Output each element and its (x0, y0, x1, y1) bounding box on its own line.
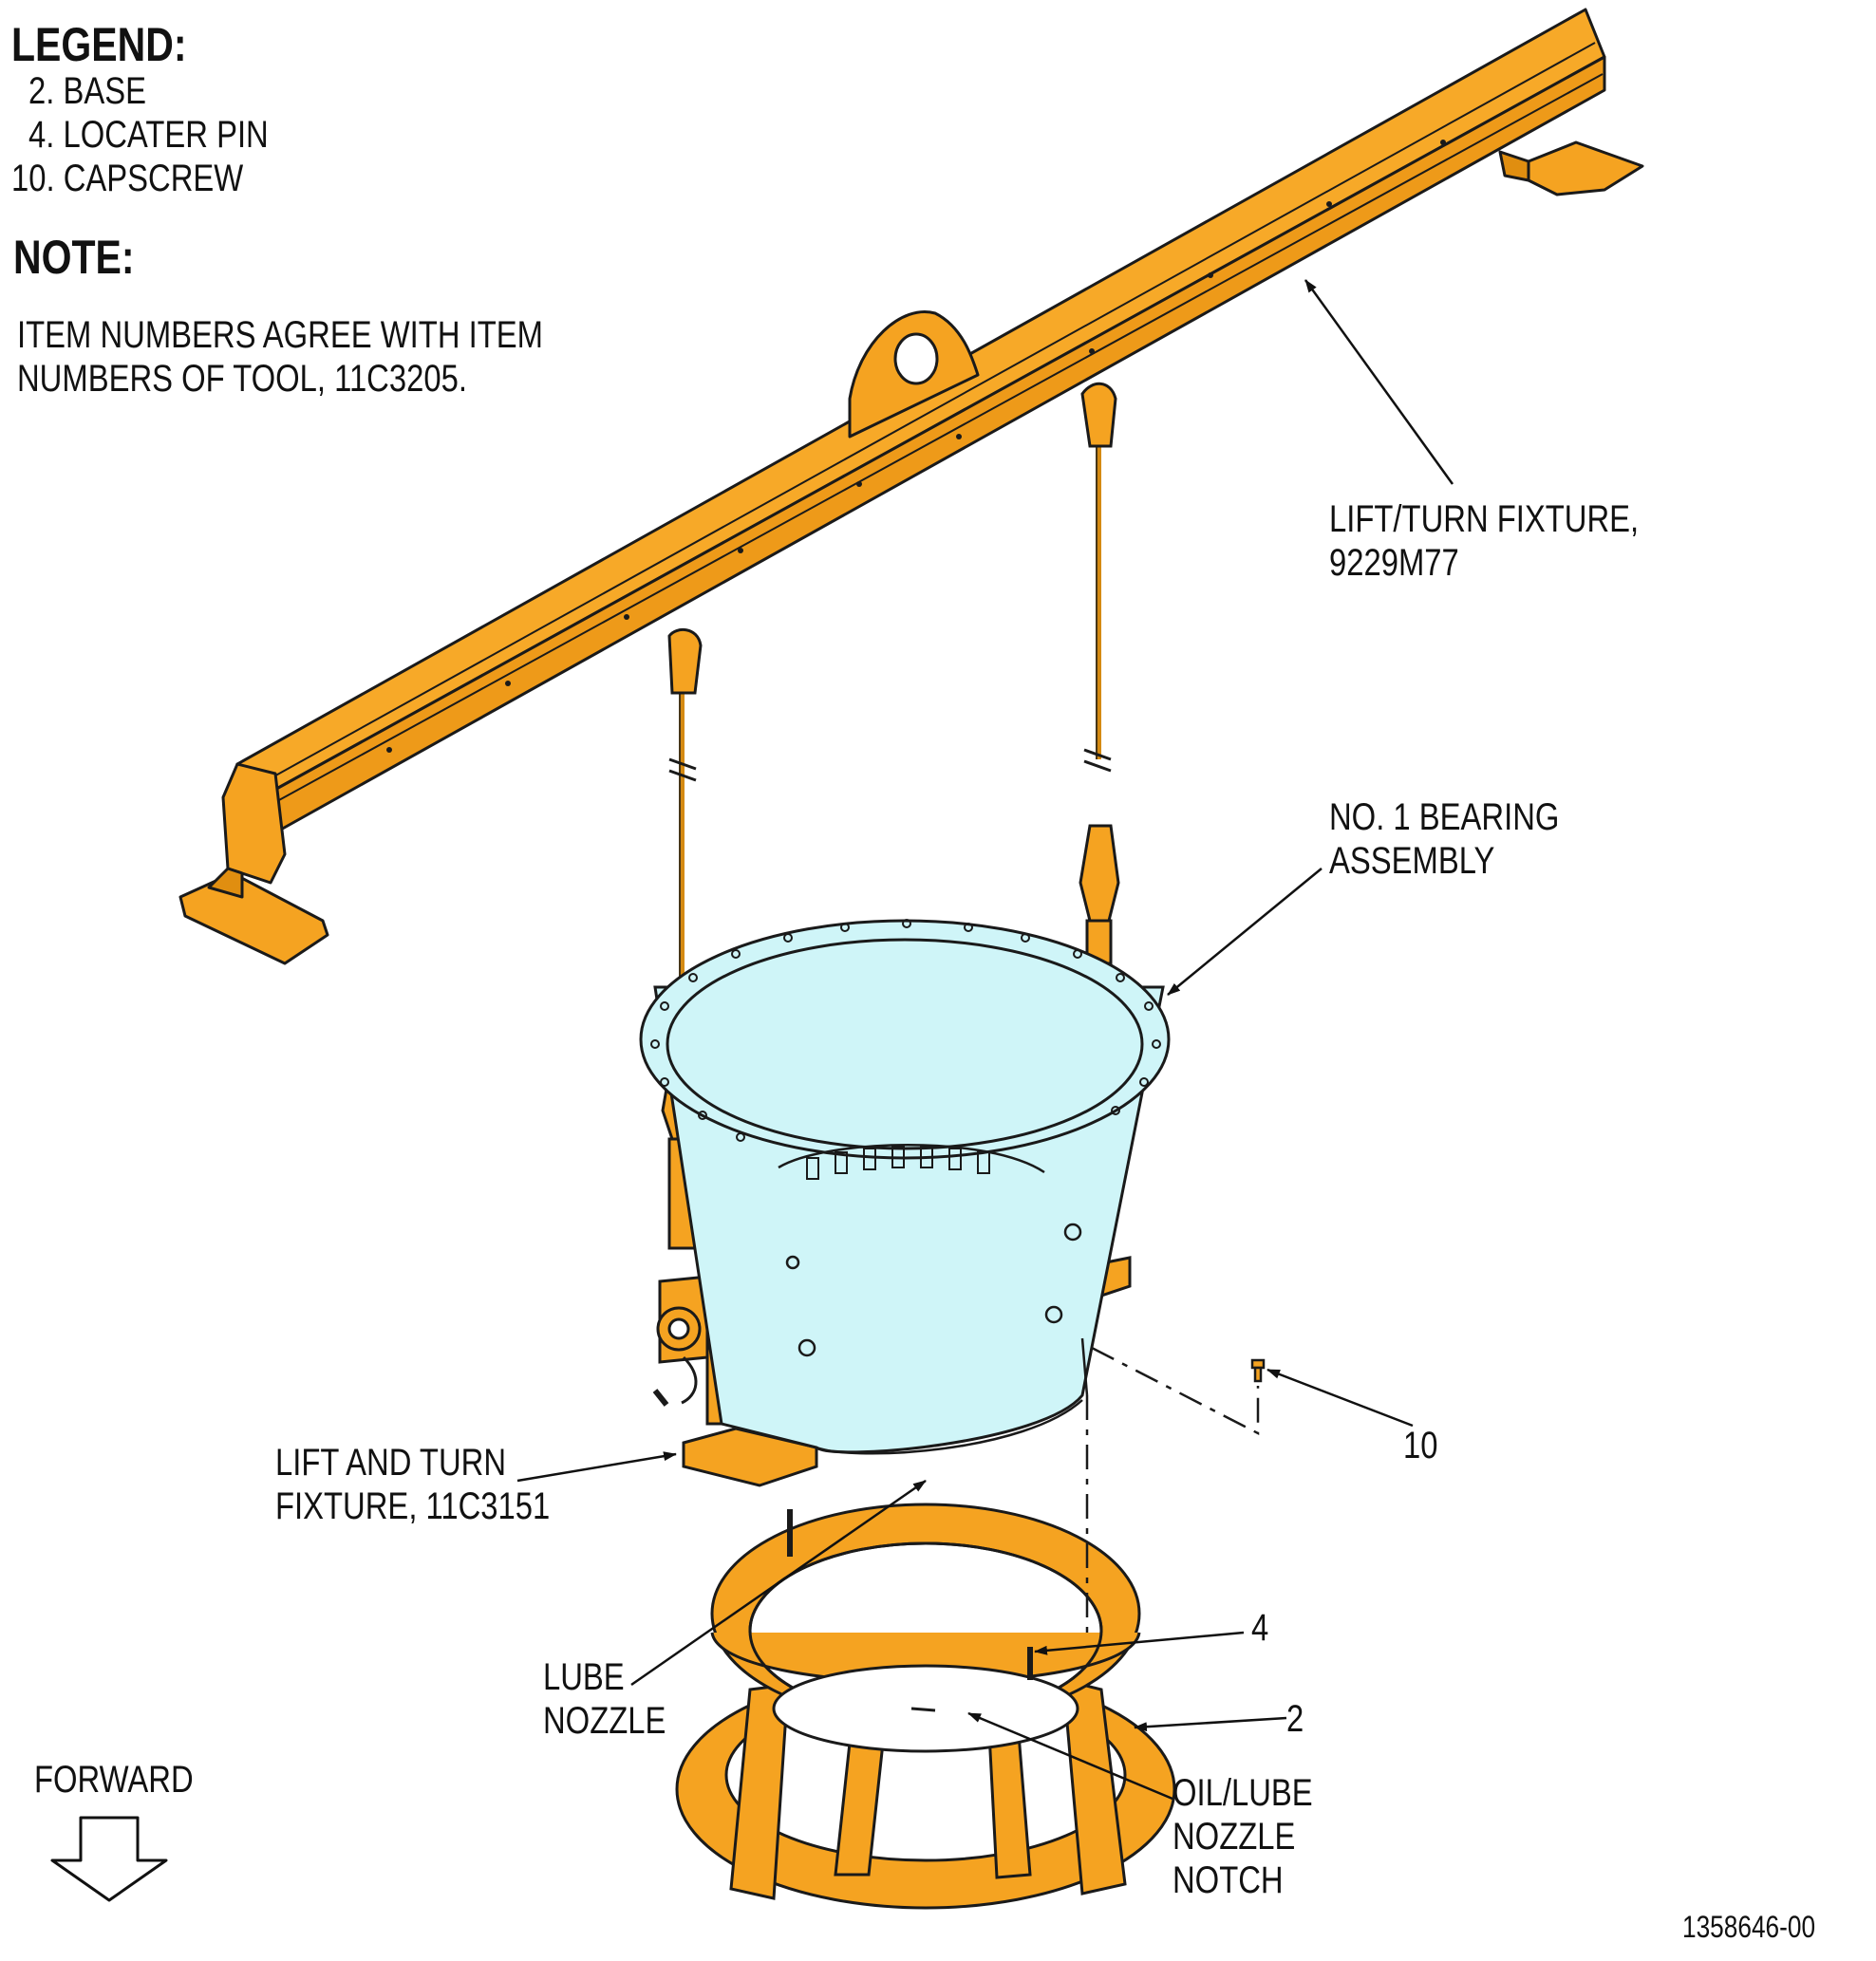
leader-item-2 (1134, 1716, 1287, 1732)
label-item-4: 4 (1251, 1607, 1269, 1649)
leader-oil-lube-notch (967, 1711, 1173, 1801)
note-text: ITEM NUMBERS AGREE WITH ITEM NUMBERS OF … (17, 314, 543, 400)
leader-item-4 (1034, 1631, 1245, 1655)
phantom-lines (1085, 1346, 1260, 1642)
lift-beam (178, 8, 1644, 965)
label-lift-turn-fixture-11c3151: LIFT AND TURN FIXTURE, 11C3151 (275, 1442, 551, 1527)
leader-side-fixture (516, 1451, 677, 1483)
label-item-2: 2 (1286, 1698, 1304, 1740)
beam-left-end (221, 762, 287, 885)
beam-left-foot (178, 871, 329, 965)
legend-item-locater-pin: 4. LOCATER PIN (28, 114, 269, 156)
beam-front-face (259, 55, 1606, 837)
label-lift-turn-fixture-9229m77: LIFT/TURN FIXTURE, 9229M77 (1329, 498, 1640, 584)
forward-arrow-icon (50, 1816, 168, 1902)
lift-cables (661, 382, 1120, 1141)
label-lube-nozzle: LUBE NOZZLE (543, 1656, 666, 1742)
capscrew-part (1250, 1358, 1266, 1383)
label-oil-lube-nozzle-notch: OIL/LUBE NOZZLE NOTCH (1172, 1772, 1313, 1901)
legend-item-base: 2. BASE (28, 70, 146, 112)
base-stand (675, 1503, 1176, 1910)
legend-item-capscrew: 10. CAPSCREW (11, 158, 244, 199)
leader-item-10 (1266, 1368, 1414, 1428)
leader-lube-nozzle (630, 1479, 927, 1687)
document-number: 1358646-00 (1682, 1910, 1816, 1944)
legend-title: LEGEND: (11, 18, 187, 71)
leader-bearing (1167, 868, 1323, 996)
bearing-assembly (639, 919, 1171, 1455)
label-forward: FORWARD (34, 1759, 194, 1801)
label-item-10: 10 (1403, 1425, 1438, 1466)
leader-lines (516, 279, 1454, 1801)
leader-lift-turn-9229 (1304, 279, 1454, 485)
beam-right-foot (1527, 140, 1644, 196)
note-title: NOTE: (13, 231, 135, 284)
label-bearing-assembly: NO. 1 BEARING ASSEMBLY (1329, 796, 1560, 882)
